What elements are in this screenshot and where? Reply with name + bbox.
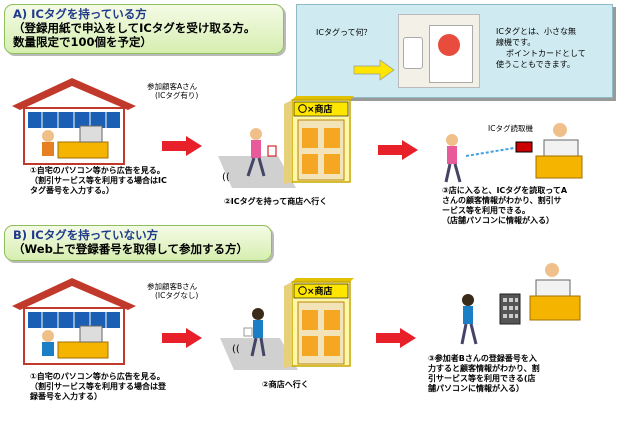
step-a1-line3: タグ番号を入力する。） [30, 186, 114, 195]
callout-description: ICタグとは、小さな無 線機です。 ポイントカードとして 使うこともできます。 [496, 26, 586, 70]
step-a1-line1: ①自宅のパソコン等から広告を見る。 [30, 166, 165, 175]
step-a1-line2: （割引サービス等を利用する場合はIC [30, 176, 167, 185]
step-a2: ②ICタグを持って商店へ行く [224, 197, 328, 206]
step-b3-line2: 力すると顧客情報がわかり、割 [428, 364, 540, 373]
callout-desc-3: ポイントカードとして [506, 49, 586, 58]
callout-desc-1: ICタグとは、小さな無 [496, 27, 576, 36]
participant-a-name: 参加顧客Aさん [147, 82, 198, 91]
ic-tag-card [429, 25, 473, 83]
participant-a-sub: (ICタグ有り) [155, 91, 199, 100]
callout-desc-4: 使うこともできます。 [496, 60, 575, 69]
step-b3: ③参加者Bさんの登録番号を入 力すると顧客情報がわかり、割 引サービス等を利用で… [428, 354, 540, 394]
participant-b-name: 参加顧客Bさん [147, 282, 198, 291]
ic-reader-label: ICタグ読取機 [488, 124, 533, 133]
ic-tag-small [403, 37, 423, 69]
section-b-desc: （Web上で登録番号を取得して参加する方） [13, 242, 248, 256]
callout-question: ICタグって何？ [316, 28, 372, 37]
step-b2: ②商店へ行く [262, 380, 309, 389]
step-b1-line2: （割引サービス等を利用する場合は登 [30, 382, 166, 391]
arrow-right-icon [376, 328, 416, 348]
section-a-desc-1: （登録用紙で申込をしてICタグを受け取る方。 [13, 21, 256, 35]
step-a1: ①自宅のパソコン等から広告を見る。 （割引サービス等を利用する場合はIC タグ番… [30, 166, 167, 196]
house-icon [12, 78, 136, 165]
section-b-banner: B) ICタグを持っていない方 （Web上で登録番号を取得して参加する方） [4, 225, 272, 261]
step-b1-line1: ①自宅のパソコン等から広告を見る。 [30, 372, 165, 381]
motion-lines-icon: (( [222, 172, 230, 183]
step-a3-line2: さんの顧客情報がわかり、割引サ [442, 196, 562, 205]
arrow-right-icon [162, 136, 202, 156]
store-b-sign: 〇×商店 [298, 287, 333, 297]
participant-a-label: 参加顧客Aさん (ICタグ有り) [147, 82, 198, 100]
motion-lines-icon: (( [232, 344, 240, 355]
store-b [284, 278, 354, 368]
store-a [284, 96, 354, 184]
step-b3-line1: ③参加者Bさんの登録番号を入 [428, 354, 537, 363]
section-b-title: B) ICタグを持っていない方 [13, 228, 159, 242]
arrow-right-icon [353, 59, 395, 81]
step-b1: ①自宅のパソコン等から広告を見る。 （割引サービス等を利用する場合は登 録番号を… [30, 372, 166, 402]
arrow-right-icon [162, 328, 202, 348]
arrow-right-icon [378, 140, 418, 160]
callout-desc-2: 線機です。 [496, 38, 536, 47]
store-a-sign: 〇×商店 [298, 105, 333, 115]
step-b3-line4: 舗パソコンに情報が入る） [428, 384, 524, 393]
store-interior-b [460, 263, 581, 345]
step-a3-line3: ービス等を利用できる。 [442, 206, 530, 215]
step-a3-line1: ③店に入ると、ICタグを読取ってA [442, 186, 568, 195]
participant-b-label: 参加顧客Bさん (ICタグなし) [147, 282, 198, 300]
step-b3-line3: 引サービス等を利用できる(店 [428, 374, 536, 383]
ic-tag-photo [398, 14, 480, 88]
step-a3: ③店に入ると、ICタグを読取ってA さんの顧客情報がわかり、割引サ ービス等を利… [442, 186, 567, 226]
house-icon [12, 278, 136, 365]
section-a-banner: A) ICタグを持っている方 （登録用紙で申込をしてICタグを受け取る方。 数量… [4, 4, 284, 54]
walking-customer-a [218, 128, 296, 188]
step-a3-line4: （店舗パソコンに情報が入る） [442, 216, 554, 225]
walking-customer-b [220, 308, 298, 370]
section-a-desc-2: 数量限定で100個を予定） [13, 35, 153, 49]
store-interior-a [444, 123, 583, 183]
participant-b-sub: (ICタグなし) [155, 291, 199, 300]
section-a-title: A) ICタグを持っている方 [13, 7, 147, 21]
step-b1-line3: 録番号を入力する） [30, 392, 102, 401]
